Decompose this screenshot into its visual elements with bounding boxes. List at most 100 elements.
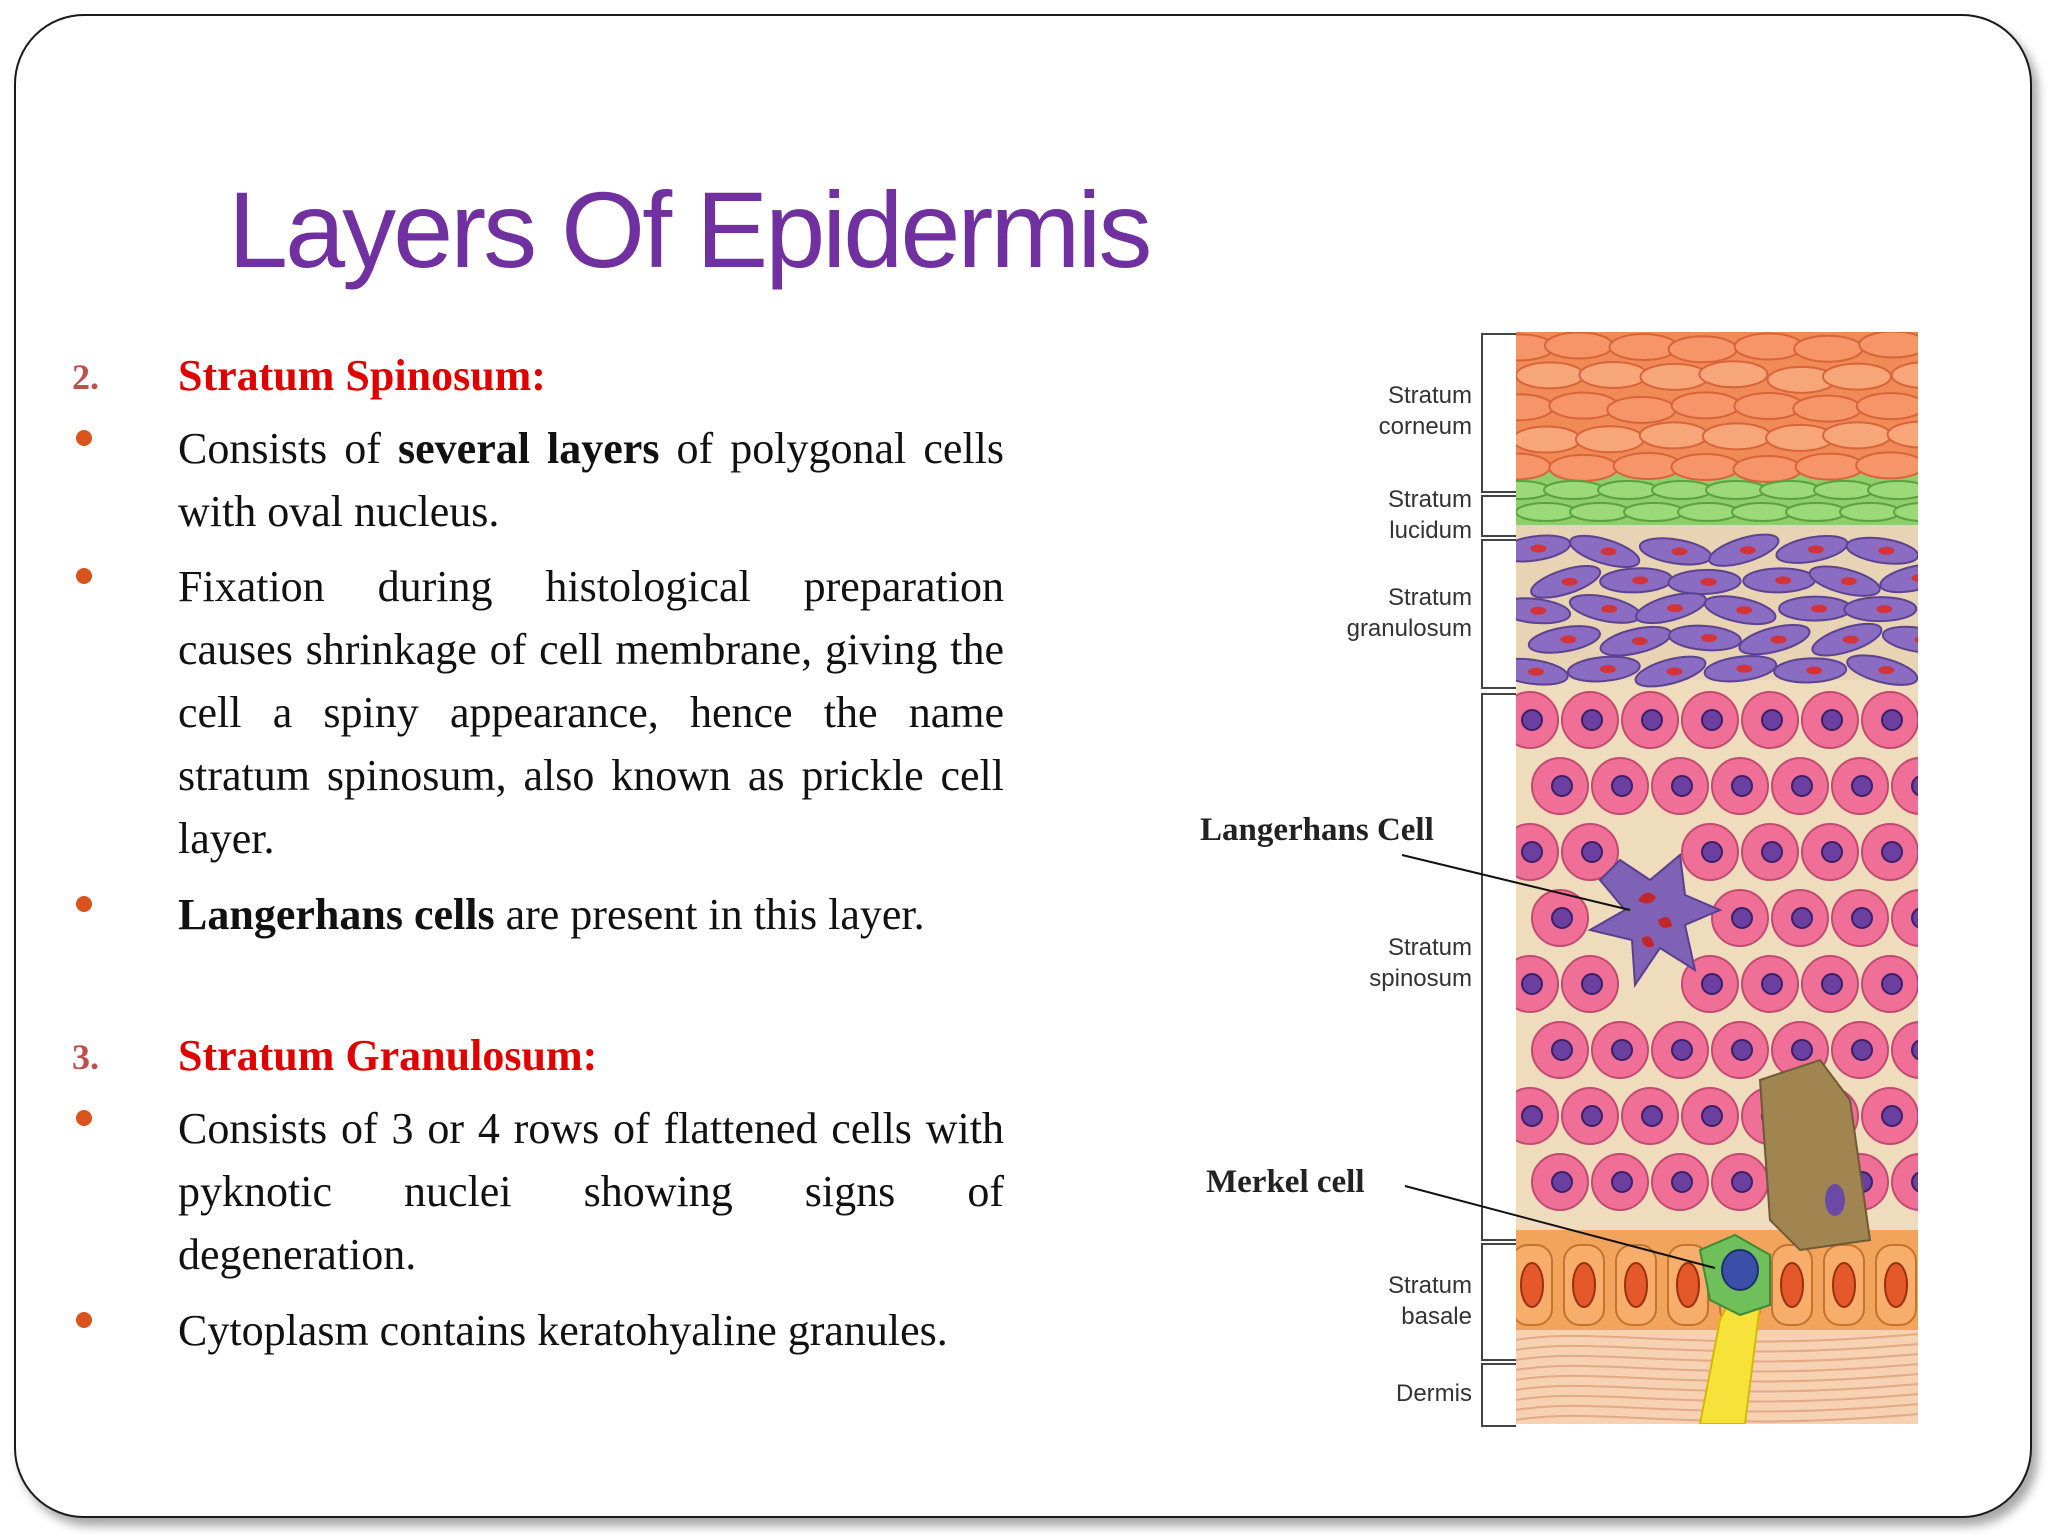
epidermis-figure: Stratum corneum Stratum lucidum Stratum … — [1180, 320, 1940, 1440]
melanocyte-nucleus — [1825, 1184, 1845, 1216]
bullet-icon — [76, 896, 92, 912]
spinosum-nucleus — [1821, 973, 1843, 995]
corneum-cell — [1793, 334, 1864, 363]
corneum-cell — [1855, 451, 1918, 480]
corneum-cell — [1516, 333, 1555, 362]
merkel-nucleus — [1721, 1249, 1759, 1291]
lucidum-cell — [1569, 502, 1631, 522]
spinosum-nucleus — [1671, 775, 1693, 797]
spinosum-nucleus — [1701, 841, 1723, 863]
basale-nucleus — [1520, 1262, 1544, 1308]
spinosum-cell — [1891, 1153, 1918, 1211]
granulosum-granule — [1528, 667, 1545, 676]
granulosum-granule — [1667, 604, 1684, 613]
spinosum-nucleus — [1881, 709, 1903, 731]
spinosum-nucleus — [1791, 1039, 1813, 1061]
corneum-cell — [1578, 360, 1649, 389]
slide-title: Layers Of Epidermis — [228, 169, 1152, 290]
basale-nucleus — [1832, 1262, 1856, 1308]
spinosum-nucleus — [1641, 1105, 1663, 1127]
granulosum-granule — [1770, 635, 1787, 644]
spinosum-nucleus — [1551, 1171, 1573, 1193]
section-number: 2. — [72, 357, 99, 397]
spinosum-nucleus — [1881, 973, 1903, 995]
spinosum-nucleus — [1761, 841, 1783, 863]
corneum-cell — [1733, 391, 1804, 420]
granulosum-granule — [1599, 665, 1616, 674]
bullet-text: Cytoplasm contains keratohyaline granule… — [178, 1306, 948, 1355]
granulosum-granule — [1806, 666, 1823, 675]
dermis-fiber — [1516, 1343, 1918, 1353]
granulosum-granule — [1530, 606, 1547, 615]
bracket-basale — [1481, 1243, 1516, 1361]
corneum-cell — [1548, 391, 1619, 420]
spinosum-nucleus — [1761, 709, 1783, 731]
label-stratum-granulosum: Stratum granulosum — [1346, 584, 1472, 642]
corneum-cell — [1516, 361, 1585, 390]
spinosum-nucleus — [1671, 1039, 1693, 1061]
dermis-fiber — [1516, 1353, 1918, 1363]
granulosum-granule — [1671, 547, 1688, 556]
bullet-icon — [76, 1110, 92, 1126]
label-stratum-corneum: Stratum corneum — [1378, 382, 1472, 440]
bullet-icon — [76, 430, 92, 446]
lucidum-cell — [1731, 502, 1793, 522]
lucidum-cell — [1759, 480, 1821, 500]
spinosum-nucleus — [1881, 841, 1903, 863]
granulosum-granule — [1530, 544, 1547, 553]
corneum-cell — [1886, 420, 1918, 449]
basale-nucleus — [1676, 1262, 1700, 1308]
langerhans-granules — [1638, 892, 1672, 947]
granulosum-granule — [1632, 576, 1649, 585]
granulosum-granule — [1878, 546, 1895, 555]
basale-nucleus — [1624, 1262, 1648, 1308]
corneum-cell — [1638, 421, 1709, 450]
spinosum-nucleus — [1791, 775, 1813, 797]
spinosum-nucleus — [1881, 1105, 1903, 1127]
corneum-cell — [1606, 395, 1677, 424]
section-heading: Stratum Granulosum: — [178, 1031, 598, 1080]
spinosum-nucleus — [1701, 709, 1723, 731]
dermis-fiber — [1516, 1333, 1918, 1343]
spinosum-cells — [1516, 691, 1918, 1211]
dermis-fiber — [1516, 1393, 1918, 1403]
corneum-cell — [1732, 455, 1803, 484]
callout-merkel-cell: Merkel cell — [1206, 1164, 1365, 1200]
bracket-spinosum — [1481, 693, 1516, 1241]
granulosum-granule — [1601, 604, 1618, 613]
granulosum-granule — [1876, 605, 1893, 614]
granulosum-granule — [1736, 606, 1753, 615]
corneum-cells — [1516, 332, 1918, 484]
lucidum-cell — [1893, 502, 1918, 522]
spinosum-nucleus — [1521, 709, 1543, 731]
spinosum-nucleus — [1521, 973, 1543, 995]
spinosum-nucleus — [1521, 1105, 1543, 1127]
basale-nucleus — [1572, 1262, 1596, 1308]
corneum-cell — [1822, 421, 1893, 450]
corneum-cell — [1574, 425, 1645, 454]
corneum-cell — [1733, 332, 1804, 361]
corneum-cell — [1858, 332, 1918, 359]
dermis-fiber — [1516, 1403, 1918, 1413]
lucidum-cell — [1705, 480, 1767, 500]
lucidum-cell — [1677, 502, 1739, 522]
langerhans-leader-line — [1401, 854, 1631, 911]
section-number: 3. — [72, 1037, 99, 1077]
spinosum-nucleus — [1731, 907, 1753, 929]
lucidum-cell — [1597, 480, 1659, 500]
spinosum-nucleus — [1581, 841, 1603, 863]
granulosum-granule — [1600, 547, 1617, 556]
spinosum-nucleus — [1521, 841, 1543, 863]
corneum-cell — [1821, 362, 1892, 391]
label-stratum-spinosum: Stratum spinosum — [1369, 934, 1472, 992]
spinosum-nucleus — [1851, 907, 1873, 929]
spinosum-nucleus — [1851, 775, 1873, 797]
spinosum-nucleus — [1701, 973, 1723, 995]
merkel-leader-line — [1404, 1185, 1716, 1269]
spinosum-nucleus — [1611, 1171, 1633, 1193]
bracket-granulosum — [1481, 539, 1516, 689]
label-dermis: Dermis — [1396, 1380, 1472, 1407]
granulosum-granule — [1700, 577, 1717, 586]
corneum-cell — [1670, 452, 1741, 481]
bullet-icon — [76, 1312, 92, 1328]
